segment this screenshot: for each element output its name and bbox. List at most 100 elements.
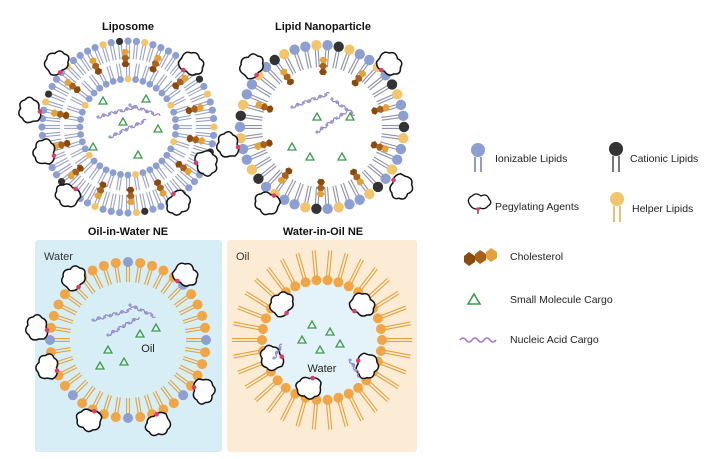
cholesterol-ring (186, 134, 194, 143)
lnp-lipid-head (237, 99, 249, 111)
peg-cloud (54, 183, 82, 208)
wo-lipid-head (311, 275, 322, 286)
cholesterol-ring (285, 167, 293, 175)
cholesterol-ring (351, 79, 359, 87)
wo-core-label: Water (308, 363, 337, 375)
inner-lipid-head (85, 95, 93, 103)
inner-lipid-head (77, 131, 84, 138)
lnp-lipid-head (260, 181, 272, 193)
wo-lipid-head (322, 394, 333, 405)
pegylating-agent (348, 292, 376, 317)
complexed-lipid (135, 122, 139, 126)
inner-lipid-head (146, 80, 154, 88)
wo-title: Water-in-Oil NE (283, 226, 363, 238)
ow-lipid-head (77, 398, 88, 409)
cholesterol-ring (73, 86, 81, 94)
cholesterol-ring (356, 178, 364, 186)
wo-lipid-head (333, 277, 344, 288)
lnp-lipid-head (279, 48, 290, 60)
complexed-lipid (111, 330, 115, 334)
ow-lipid-head (158, 265, 169, 276)
complexed-lipid (125, 107, 129, 111)
peg-cloud (177, 51, 205, 76)
nucleic-acid-strand (348, 359, 361, 378)
wo-lipid-tail (377, 305, 406, 318)
legend: Ionizable Lipids Cationic Lipids Pegylat… (459, 142, 698, 346)
lnp-lipid-head (311, 203, 322, 215)
cholesterol-ring (376, 143, 384, 151)
lnp-lipid-head (241, 89, 252, 100)
inner-lipid-head (76, 123, 84, 131)
lnp-lipid-head (322, 39, 333, 51)
peg-anchor (284, 310, 289, 316)
outer-lipid-head (172, 51, 180, 60)
wo-lipid-head (272, 375, 283, 386)
peg-cloud (389, 172, 414, 200)
wo-lipid-tail (358, 386, 378, 412)
inner-lipid-head (90, 89, 98, 97)
peg-anchor (51, 153, 57, 158)
wo-lipid-tail (314, 250, 319, 281)
peg-cloud (75, 408, 103, 433)
cholesterol-ring (96, 186, 105, 194)
cholesterol-molecule (254, 139, 273, 151)
pegylating-agent (75, 408, 103, 433)
complexed-lipid (330, 97, 334, 101)
lnp-lipid-head (344, 44, 355, 55)
small-molecule-cargo (152, 123, 164, 133)
wo-lipid-head (343, 388, 354, 399)
cholesterol-molecule (371, 103, 390, 115)
peg-anchor (171, 191, 176, 197)
ow-lipid-head (197, 310, 208, 321)
complexed-lipid (330, 120, 334, 124)
peg-anchor (391, 177, 396, 183)
ow-lipid-head (98, 260, 109, 271)
complexed-lipid (145, 109, 149, 113)
wo-lipid-tail (356, 267, 376, 292)
peg-cloud (375, 51, 403, 76)
outer-lipid-head (115, 208, 124, 217)
wo-lipid-head (377, 335, 387, 345)
wo-lipid-tail (366, 279, 390, 302)
inner-lipid-head (170, 108, 178, 116)
complexed-lipid (102, 113, 106, 118)
ow-lipid-head (53, 299, 64, 310)
cholesterol-ring (121, 54, 130, 62)
complexed-lipid (139, 308, 143, 312)
wo-lipid-tail (238, 305, 267, 318)
wo-lipid-tail (356, 388, 376, 413)
complexed-lipid (107, 112, 112, 116)
inner-lipid-head (158, 89, 166, 97)
wo-lipid-tail (378, 308, 407, 321)
cholesterol-molecule (89, 57, 102, 75)
peg-anchor (191, 385, 197, 390)
inner-lipid-head (81, 101, 89, 109)
outer-lipid-head (157, 202, 165, 211)
cholesterol-molecule (121, 48, 130, 68)
complexed-lipid (315, 130, 319, 134)
ow-lipid-head (147, 260, 158, 271)
cholesterol-ring (72, 168, 80, 176)
cholesterol-molecule (154, 179, 167, 197)
cholesterol-ring (370, 141, 378, 149)
cholesterol-molecule (351, 70, 366, 87)
complexed-lipid (348, 358, 352, 362)
peg-anchor (44, 327, 50, 333)
outer-lipid-head (124, 37, 132, 45)
wo-lipid-tail (346, 258, 362, 286)
pegylating-agent (216, 131, 241, 158)
complexed-lipid (127, 321, 131, 325)
cationic-lipid-icon (609, 142, 623, 172)
wo-lipid-tail (377, 362, 406, 375)
ow-lipid-head (200, 322, 211, 333)
lnp-lipid-head (398, 121, 410, 133)
outer-lipid-head (99, 205, 107, 213)
lnp-lipid-head (372, 181, 384, 193)
wo-lipid-tail (280, 392, 295, 421)
cholesterol-ring (278, 176, 285, 184)
ow-lipid-head (110, 412, 121, 423)
outer-lipid-head (210, 123, 218, 131)
outer-lipid-head (190, 177, 199, 186)
peg-cloud (18, 96, 42, 124)
